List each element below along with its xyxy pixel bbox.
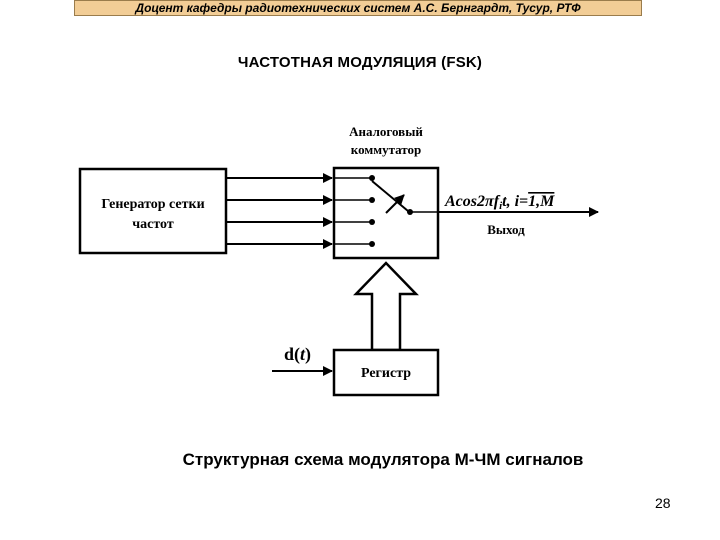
header-text: Доцент кафедры радиотехнических систем А… bbox=[135, 1, 581, 15]
contact-4 bbox=[369, 241, 375, 247]
contact-1 bbox=[369, 175, 375, 181]
generator-block bbox=[78, 167, 228, 255]
switch-rotation-arrow bbox=[385, 194, 405, 214]
register-label: Регистр bbox=[361, 366, 411, 381]
output-formula: Acos2πfit, i=1,M bbox=[444, 193, 555, 212]
caption: Структурная схема модулятора М-ЧМ сигнал… bbox=[182, 450, 584, 469]
slide-title: ЧАСТОТНАЯ МОДУЛЯЦИЯ (FSK) bbox=[237, 54, 483, 71]
generator-label-1: Генератор сетки bbox=[101, 197, 204, 212]
switch-label-2: коммутатор bbox=[351, 142, 421, 157]
generator-label-2: частот bbox=[132, 217, 174, 232]
input-label: d(t) bbox=[284, 344, 311, 365]
contact-2 bbox=[369, 197, 375, 203]
contact-3 bbox=[369, 219, 375, 225]
output-label: Выход bbox=[487, 222, 525, 237]
switch-arm bbox=[371, 180, 409, 212]
header-bar: Доцент кафедры радиотехнических систем А… bbox=[74, 0, 642, 16]
control-hollow-arrow bbox=[353, 261, 419, 352]
switch-label-1: Аналоговый bbox=[349, 124, 423, 139]
register-block bbox=[332, 348, 440, 397]
page-number: 28 bbox=[655, 495, 671, 511]
